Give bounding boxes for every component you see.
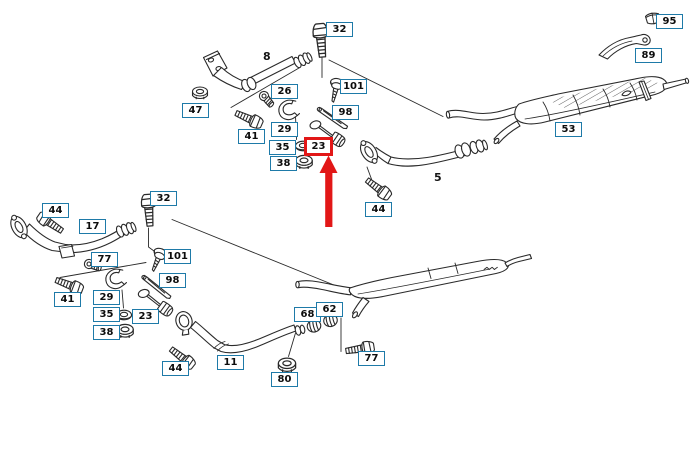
top-assembly-artwork [191, 12, 690, 203]
down-pipe-8-drawing [202, 50, 313, 93]
callout-62-bottom[interactable]: 62 [316, 302, 343, 317]
nut-38-top-drawing [295, 154, 313, 169]
rear-muffler-drawing [295, 253, 533, 319]
callout-32-bottom[interactable]: 32 [150, 191, 177, 206]
callout-53-top[interactable]: 53 [555, 122, 582, 137]
callout-44-top[interactable]: 44 [365, 202, 392, 217]
front-pipe-5-drawing [355, 136, 489, 168]
callout-41-bottom[interactable]: 41 [54, 292, 81, 307]
part-label-5: 5 [434, 171, 442, 184]
callout-32-top[interactable]: 32 [326, 22, 353, 37]
part-label-8: 8 [263, 50, 271, 63]
bracket-89-drawing [598, 33, 651, 60]
callout-89-top[interactable]: 89 [635, 48, 662, 63]
callout-26-top[interactable]: 26 [271, 84, 298, 99]
callout-80-bottom[interactable]: 80 [271, 372, 298, 387]
clamp-29-bottom-drawing [102, 266, 129, 292]
callout-29-bottom[interactable]: 29 [93, 290, 120, 305]
callout-77-bottom-right[interactable]: 77 [358, 351, 385, 366]
callout-101-bottom[interactable]: 101 [164, 249, 191, 264]
callout-95-top[interactable]: 95 [656, 14, 683, 29]
callout-101-top[interactable]: 101 [340, 79, 367, 94]
callout-38-top[interactable]: 38 [270, 156, 297, 171]
callout-38-bottom[interactable]: 38 [93, 325, 120, 340]
nut-80-drawing [277, 357, 297, 373]
nut-47-drawing [191, 86, 209, 100]
callout-41-top[interactable]: 41 [238, 129, 265, 144]
callout-29-top[interactable]: 29 [271, 122, 298, 137]
muffler-53-drawing [445, 76, 690, 145]
callout-11-bottom[interactable]: 11 [217, 355, 244, 370]
callout-98-bottom[interactable]: 98 [159, 273, 186, 288]
callout-35-top[interactable]: 35 [269, 140, 296, 155]
bolt-41-top-drawing [232, 106, 265, 131]
clamp-29-top-drawing [275, 97, 302, 123]
callout-35-bottom[interactable]: 35 [93, 307, 120, 322]
leader-lines-bottom [59, 219, 346, 357]
callout-44-bottom-mid[interactable]: 44 [162, 361, 189, 376]
bolt-44-top-drawing [362, 174, 394, 203]
leader-lines-top [230, 57, 444, 181]
callout-23-top-highlighted[interactable]: 23 [304, 137, 333, 156]
front-pipe-17-drawing [6, 211, 137, 259]
callout-23-bottom[interactable]: 23 [132, 309, 159, 324]
callout-44-bottom-left[interactable]: 44 [42, 203, 69, 218]
callout-77-bottom-left[interactable]: 77 [91, 252, 118, 267]
callout-47-top[interactable]: 47 [182, 103, 209, 118]
highlight-arrow [319, 155, 338, 227]
callout-17-bottom[interactable]: 17 [79, 219, 106, 234]
bottom-assembly-artwork [6, 193, 533, 373]
pipe-11-drawing [172, 308, 306, 354]
callout-98-top[interactable]: 98 [332, 105, 359, 120]
